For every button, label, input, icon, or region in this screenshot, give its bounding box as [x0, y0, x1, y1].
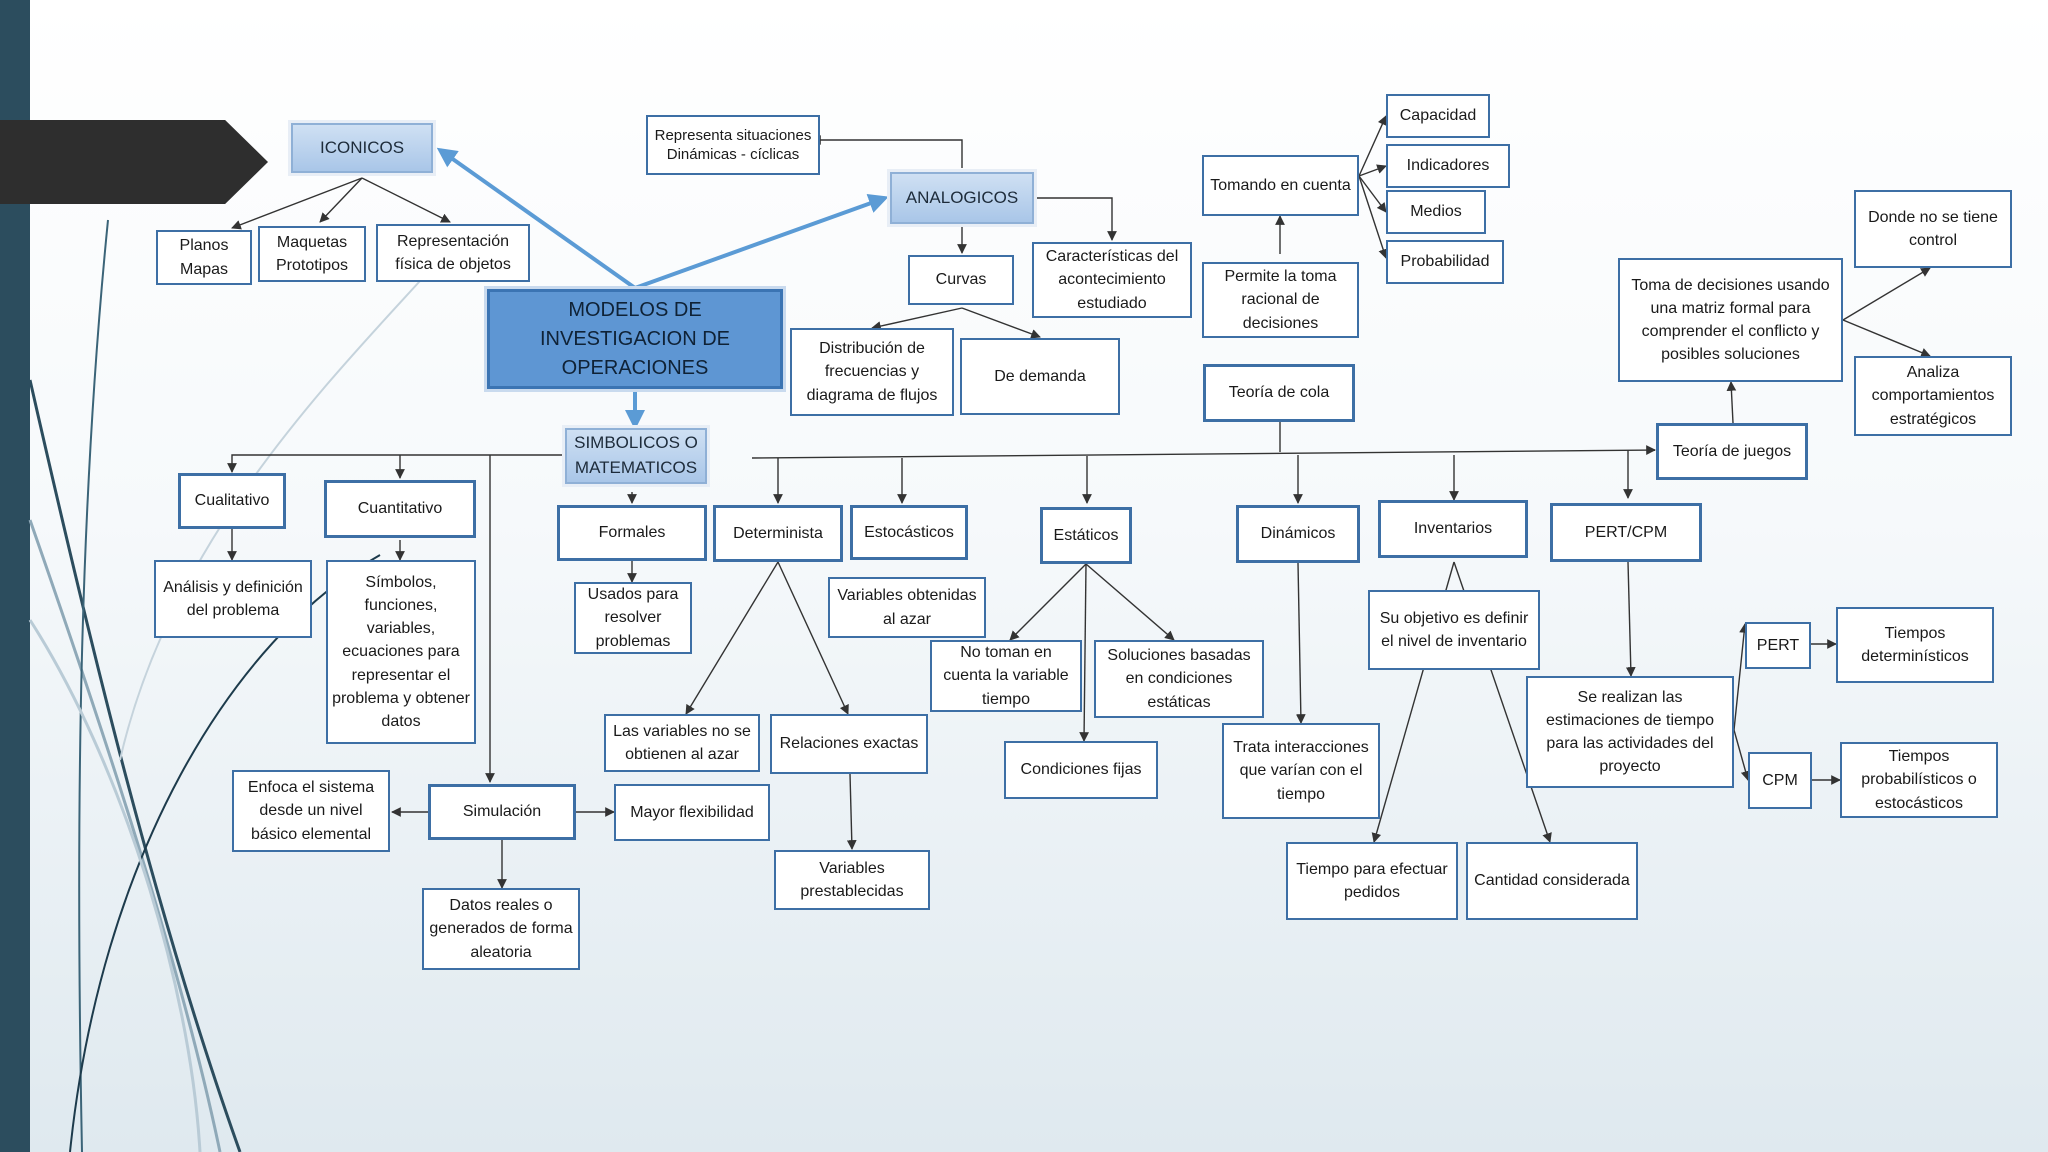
mayor-flexibilidad-box: Mayor flexibilidad	[614, 784, 770, 841]
simulacion-box: Simulación	[428, 784, 576, 840]
caracteristicas-box: Características del acontecimiento estud…	[1032, 242, 1192, 318]
donde-no-control-box: Donde no se tiene control	[1854, 190, 2012, 268]
tomando-cuenta-box: Tomando en cuenta	[1202, 155, 1359, 216]
permite-toma-box: Permite la toma racional de decisiones	[1202, 262, 1359, 338]
inventarios-box: Inventarios	[1378, 500, 1528, 558]
analisis-definicion-box: Análisis y definición del problema	[154, 560, 312, 638]
teoria-juegos-box: Teoría de juegos	[1656, 423, 1808, 480]
analiza-comportamientos-box: Analiza comportamientos estratégicos	[1854, 356, 2012, 436]
condiciones-fijas-box: Condiciones fijas	[1004, 741, 1158, 799]
capacidad-box: Capacidad	[1386, 94, 1490, 138]
cualitativo-box: Cualitativo	[178, 473, 286, 529]
trata-interacciones-box: Trata interacciones que varían con el ti…	[1222, 723, 1380, 819]
dinamicos-box: Dinámicos	[1236, 505, 1360, 563]
de-demanda-box: De demanda	[960, 338, 1120, 415]
relaciones-exactas-box: Relaciones exactas	[770, 714, 928, 774]
soluciones-estaticas-box: Soluciones basadas en condiciones estáti…	[1094, 640, 1264, 718]
estocasticos-box: Estocásticos	[850, 505, 968, 560]
probabilidad-box: Probabilidad	[1386, 240, 1504, 284]
cpm-box: CPM	[1748, 752, 1812, 809]
tiempos-probabilisticos-box: Tiempos probabilísticos o estocásticos	[1840, 742, 1998, 818]
tiempos-deterministicos-box: Tiempos determinísticos	[1836, 607, 1994, 683]
simbolicos-box: SIMBOLICOS O MATEMATICOS	[565, 428, 707, 484]
variables-azar-box: Variables obtenidas al azar	[828, 577, 986, 638]
medios-box: Medios	[1386, 190, 1486, 234]
formales-box: Formales	[557, 505, 707, 561]
representa-situaciones-box: Representa situaciones Dinámicas - cícli…	[646, 115, 820, 175]
pert-cpm-box: PERT/CPM	[1550, 503, 1702, 562]
planos-mapas-box: Planos Mapas	[156, 230, 252, 285]
simbolos-funciones-box: Símbolos, funciones, variables, ecuacion…	[326, 560, 476, 744]
maquetas-prototipos-box: Maquetas Prototipos	[258, 226, 366, 282]
cuantitativo-box: Cuantitativo	[324, 480, 476, 538]
estaticos-box: Estáticos	[1040, 507, 1132, 564]
variables-no-azar-box: Las variables no se obtienen al azar	[604, 714, 760, 772]
estimaciones-tiempo-box: Se realizan las estimaciones de tiempo p…	[1526, 676, 1734, 788]
tiempo-pedidos-box: Tiempo para efectuar pedidos	[1286, 842, 1458, 920]
enfoca-sistema-box: Enfoca el sistema desde un nivel básico …	[232, 770, 390, 852]
variables-preestablecidas-box: Variables prestablecidas	[774, 850, 930, 910]
teoria-cola-box: Teoría de cola	[1203, 364, 1355, 422]
distribucion-frecuencias-box: Distribución de frecuencias y diagrama d…	[790, 328, 954, 416]
analogicos-box: ANALOGICOS	[890, 172, 1034, 224]
indicadores-box: Indicadores	[1386, 144, 1510, 188]
iconicos-box: ICONICOS	[291, 123, 433, 173]
toma-decisiones-box: Toma de decisiones usando una matriz for…	[1618, 258, 1843, 382]
curvas-box: Curvas	[908, 255, 1014, 305]
title-arrow-banner	[0, 120, 268, 204]
su-objetivo-box: Su objetivo es definir el nivel de inven…	[1368, 590, 1540, 670]
pert-box: PERT	[1745, 622, 1811, 669]
determinista-box: Determinista	[713, 505, 843, 562]
representacion-fisica-box: Representación física de objetos	[376, 224, 530, 282]
cantidad-considerada-box: Cantidad considerada	[1466, 842, 1638, 920]
usados-para-box: Usados para resolver problemas	[574, 582, 692, 654]
main-topic-box: MODELOS DE INVESTIGACION DE OPERACIONES	[487, 289, 783, 389]
no-toman-tiempo-box: No toman en cuenta la variable tiempo	[930, 640, 1082, 712]
datos-reales-box: Datos reales o generados de forma aleato…	[422, 888, 580, 970]
